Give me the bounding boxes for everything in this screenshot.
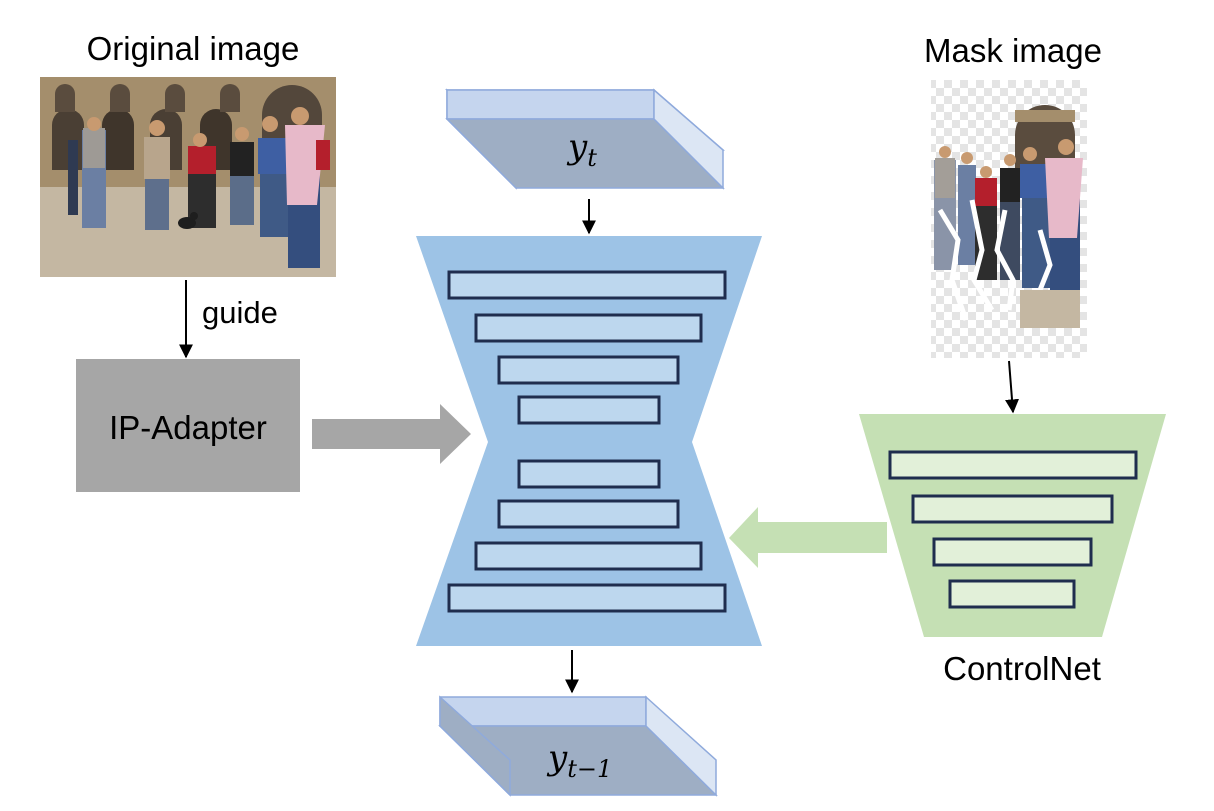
original-photo bbox=[40, 77, 336, 277]
encoder-block-2 bbox=[474, 313, 703, 343]
decoder-block-4 bbox=[447, 583, 727, 613]
controlnet-label: ControlNet bbox=[943, 650, 1101, 687]
decoder-block-1 bbox=[517, 459, 661, 489]
controlnet-blocks bbox=[888, 450, 1138, 609]
decoder-block-3 bbox=[474, 541, 703, 571]
latent-output: yt−1 bbox=[438, 695, 718, 797]
mask-image-title: Mask image bbox=[924, 32, 1102, 69]
controlnet-block-3 bbox=[932, 537, 1093, 567]
controlnet-arrow bbox=[729, 507, 887, 568]
encoder-block-4 bbox=[517, 395, 661, 425]
controlnet-block-4 bbox=[948, 579, 1076, 609]
guide-label: guide bbox=[202, 295, 278, 330]
mask-arrow bbox=[1005, 360, 1019, 414]
encoder-block-3 bbox=[497, 355, 680, 385]
controlnet-block-2 bbox=[911, 494, 1114, 524]
ip-adapter-box bbox=[76, 359, 300, 492]
latent-input-label: yt bbox=[566, 127, 597, 172]
original-image-title: Original image bbox=[87, 30, 300, 67]
unet-blocks bbox=[447, 270, 727, 613]
encoder-block-1 bbox=[447, 270, 727, 300]
ip-adapter-arrow bbox=[312, 404, 471, 464]
controlnet-block-1 bbox=[888, 450, 1138, 480]
latent-output-label: yt−1 bbox=[546, 738, 612, 783]
decoder-block-2 bbox=[497, 499, 680, 529]
latent-input: yt bbox=[444, 88, 726, 190]
ip-adapter-label: IP-Adapter bbox=[109, 409, 267, 446]
mask-photo bbox=[931, 80, 1087, 358]
